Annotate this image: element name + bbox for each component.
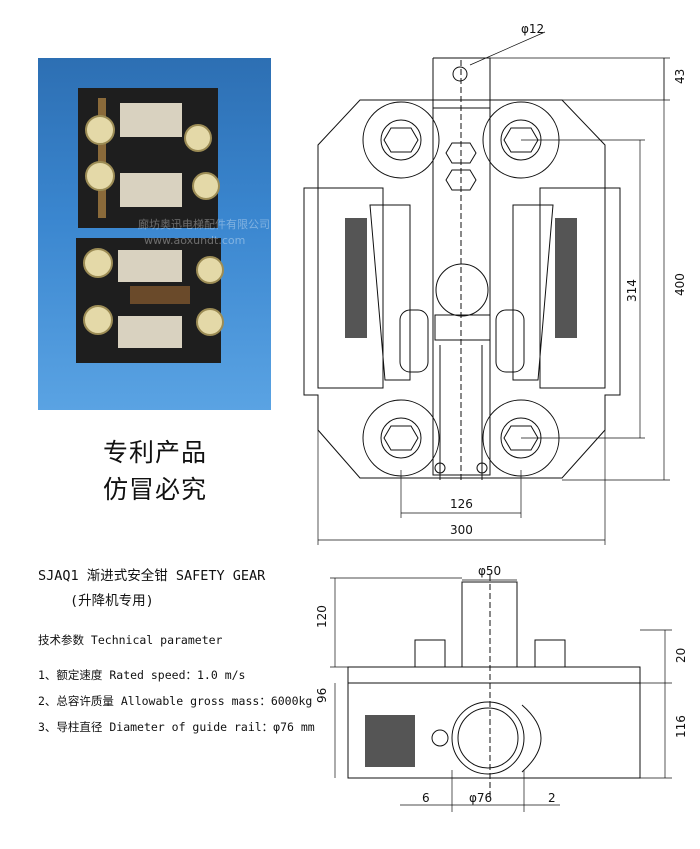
dim-label-hole: φ12: [521, 22, 544, 36]
front-roller-top-left: [362, 101, 440, 179]
dim-label-400: 400: [673, 273, 687, 296]
front-center-nut-1: [445, 142, 477, 164]
front-left-spring: [345, 218, 367, 338]
front-right-housing: [539, 187, 606, 389]
photo-plate-2: [120, 173, 182, 207]
patent-line-1: 专利产品: [102, 438, 207, 467]
front-hole-12: [452, 66, 468, 82]
dim-label-120: 120: [315, 605, 329, 628]
front-center-nut-2: [445, 169, 477, 191]
top-bolt-right: [534, 639, 566, 668]
front-roller-top-left-inner: [380, 119, 422, 161]
param-item-1: 1、额定速度 Rated speed：1.0 m/s: [38, 668, 246, 682]
front-left-wedge: [369, 204, 411, 381]
top-roller-profile: [521, 704, 542, 773]
photo-watermark-company: 廊坊奥迅电梯配件有限公司: [138, 218, 270, 231]
dim-label-6: 6: [422, 791, 430, 805]
top-rail-inner: [457, 707, 519, 769]
dim-12-leader: [469, 31, 546, 66]
dim-label-43: 43: [673, 69, 687, 84]
photo-roller-8: [196, 308, 224, 336]
dim-label-300: 300: [450, 523, 473, 537]
dim-label-20: 20: [674, 648, 688, 663]
front-rod-end-right: [476, 462, 488, 474]
front-right-link: [495, 309, 525, 373]
photo-roller-6: [196, 256, 224, 284]
dim-label-96: 96: [315, 688, 329, 703]
front-view: [303, 31, 670, 545]
dim-label-314: 314: [625, 279, 639, 302]
product-photo: 廊坊奥迅电梯配件有限公司 www.aoxundt.com: [38, 58, 271, 410]
patent-line-2: 仿冒必究: [102, 475, 207, 504]
photo-wedge: [130, 286, 190, 304]
top-spring-stack: [365, 715, 415, 767]
dim-label-126: 126: [450, 497, 473, 511]
top-pin: [431, 729, 449, 747]
front-rod-end-left: [434, 462, 446, 474]
photo-roller-7: [83, 305, 113, 335]
front-center-disc: [435, 263, 489, 317]
front-center-block: [434, 314, 491, 341]
top-rail-outer: [451, 701, 525, 775]
photo-plate-3: [118, 250, 182, 282]
param-item-2: 2、总容许质量 Allowable gross mass：6000kg: [38, 694, 313, 708]
dim-label-116: 116: [674, 715, 688, 738]
param-item-3: 3、导柱直径 Diameter of guide rail：φ76 mm: [38, 720, 315, 734]
photo-roller-3: [85, 161, 115, 191]
front-left-link: [399, 309, 429, 373]
param-heading: 技术参数 Technical parameter: [38, 633, 223, 647]
front-left-housing: [317, 187, 384, 389]
front-nut-top-left: [383, 127, 419, 153]
front-nut-top-right: [503, 127, 539, 153]
dim-label-rail: φ76: [469, 791, 492, 805]
photo-spring-1: [98, 98, 106, 218]
dim-label-2: 2: [548, 791, 556, 805]
photo-roller-2: [184, 124, 212, 152]
front-roller-bottom-left-inner: [380, 417, 422, 459]
photo-roller-5: [83, 248, 113, 278]
photo-roller-1: [85, 115, 115, 145]
dim-label-shaft: φ50: [478, 564, 501, 578]
photo-plate-4: [118, 316, 182, 348]
photo-watermark-url: www.aoxundt.com: [144, 234, 246, 247]
spec-title: SJAQ1 渐进式安全钳 SAFETY GEAR: [38, 568, 266, 584]
photo-roller-4: [192, 172, 220, 200]
spec-subtitle: (升降机专用): [70, 593, 154, 609]
front-right-spring: [555, 218, 577, 338]
top-bolt-left: [414, 639, 446, 668]
safety-gear-photo-illustration: [76, 88, 224, 363]
front-nut-bottom-left: [383, 425, 419, 451]
front-roller-bottom-left: [362, 399, 440, 477]
front-right-wedge: [512, 204, 554, 381]
top-plate: [347, 666, 641, 684]
top-body: [347, 682, 641, 779]
front-nut-bottom-right: [503, 425, 539, 451]
top-view: [330, 575, 672, 812]
photo-plate-1: [120, 103, 182, 137]
